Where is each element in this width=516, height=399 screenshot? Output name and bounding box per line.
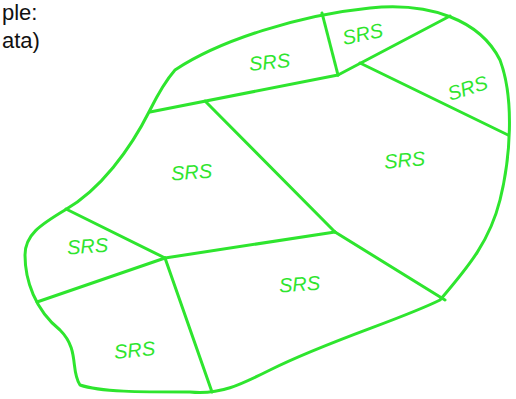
map-region: SRS — [337, 16, 389, 51]
slide-text-fragment: ple: — [2, 0, 37, 26]
region-label: SRS — [341, 19, 386, 49]
map-region: SRS — [276, 269, 325, 298]
region-label: SRS — [248, 49, 291, 75]
map-region: SRS — [380, 145, 429, 175]
blob-outline — [25, 7, 509, 393]
region-border — [66, 209, 165, 258]
region-border — [150, 75, 338, 112]
region-border — [335, 232, 445, 300]
region-border — [338, 16, 450, 75]
region-border — [205, 101, 335, 232]
region-border — [322, 13, 338, 75]
region-label: SRS — [384, 147, 427, 173]
map-region: SRS — [64, 231, 113, 260]
region-border — [37, 258, 165, 302]
map-region: SRS — [442, 68, 495, 107]
map-region: SRS — [245, 47, 295, 78]
region-label: SRS — [279, 272, 322, 297]
slide-text-fragment: ata) — [2, 28, 40, 54]
region-label: SRS — [171, 160, 214, 185]
region-border — [165, 232, 335, 258]
map-region: SRS — [110, 335, 160, 366]
region-label: SRS — [445, 71, 491, 105]
region-border — [360, 63, 508, 135]
region-label: SRS — [113, 337, 156, 363]
region-border — [165, 258, 212, 392]
map-region: SRS — [168, 157, 217, 186]
region-label: SRS — [67, 234, 110, 259]
